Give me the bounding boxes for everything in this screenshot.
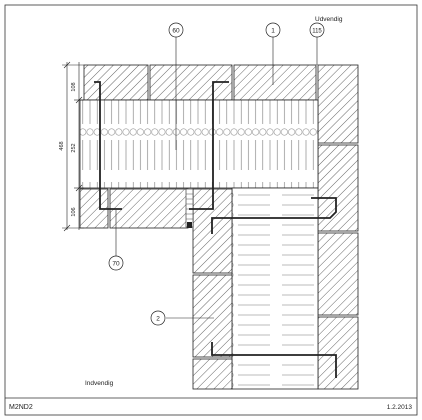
callout-115-label: 115 [312,29,322,35]
outer-brick-column [317,64,359,390]
outside-label: Udvendig [315,16,343,23]
callout-115: 115 [309,22,325,38]
insulation-horizontal [79,99,319,189]
callout-70: 70 [108,255,124,271]
dim-106: 106 [71,207,77,216]
outer-brick-row [83,64,317,101]
callout-1: 1 [265,22,281,38]
dimension-lines [62,61,84,232]
corner-insulation-strip [185,188,194,228]
callout-70-label: 70 [112,261,120,268]
inner-brick-row [79,188,189,229]
corner-block [187,222,192,228]
dim-252: 252 [71,143,77,152]
drawing-code: M2ND2 [9,404,33,411]
leader-lines [115,37,318,319]
callout-60: 60 [168,22,184,38]
callout-2: 2 [150,310,166,326]
callout-1-label: 1 [271,28,275,35]
wall-ties [94,81,337,378]
drawing-border [4,4,418,416]
dim-108: 108 [71,82,77,91]
dim-total: 468 [59,141,65,150]
drawing-date: 1.2.2013 [387,404,413,411]
callout-60-label: 60 [172,28,180,35]
inside-label: Indvendig [85,380,114,387]
callout-2-label: 2 [156,316,160,323]
